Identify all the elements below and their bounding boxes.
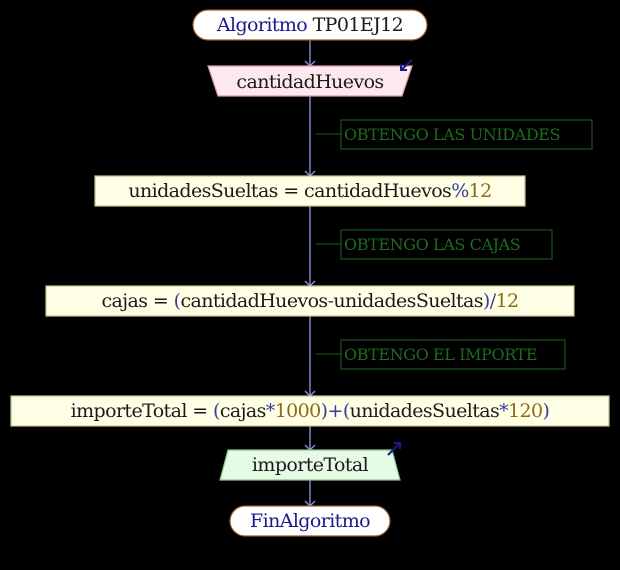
start-node-shape — [192, 9, 428, 41]
assign-unidades-sueltas[interactable]: unidadesSueltas = cantidadHuevos%12 — [94, 175, 526, 207]
expression-token: importeTotal — [71, 400, 188, 422]
assign-cajas[interactable]: cajas = (cantidadHuevos-unidadesSueltas)… — [45, 285, 575, 317]
expression-token: cajas — [101, 290, 147, 312]
comment-2-text: OBTENGO LAS CAJAS — [344, 235, 520, 254]
expression-token: * — [499, 400, 509, 422]
expression-token: unidadesSueltas — [128, 180, 278, 202]
input-node-label: cantidadHuevos — [236, 71, 383, 93]
expression-token: 1000 — [275, 400, 321, 422]
expression-token: = — [278, 180, 304, 202]
expression-token: cajas — [220, 400, 266, 422]
expression-token: ( — [174, 290, 181, 312]
end-node-shape — [229, 505, 391, 537]
expression-token: unidadesSueltas — [350, 400, 500, 422]
output-node-label: importeTotal — [252, 454, 369, 476]
end-node-label: FinAlgoritmo — [250, 510, 370, 532]
expression-token: cantidadHuevos — [304, 180, 451, 202]
expression-token: ( — [213, 400, 220, 422]
comment-3-text: OBTENGO EL IMPORTE — [344, 345, 537, 364]
start-node-label: Algoritmo TP01EJ12 — [216, 14, 403, 36]
expression-token: = — [147, 290, 173, 312]
assign-1-shape — [94, 175, 526, 207]
expression-token: importeTotal — [252, 454, 369, 476]
output-node-shape — [219, 449, 401, 481]
expression-token: / — [490, 290, 497, 312]
assign-2-label: cajas = (cantidadHuevos-unidadesSueltas)… — [101, 290, 518, 312]
expression-token: 120 — [508, 400, 542, 422]
input-node[interactable]: cantidadHuevos — [207, 59, 413, 97]
comment-2-box — [340, 229, 553, 260]
assign-3-shape — [10, 395, 610, 427]
input-node-shape — [207, 65, 413, 97]
connectors — [304, 40, 316, 507]
start-keyword: Algoritmo — [216, 14, 307, 36]
write-arrow-icon — [387, 442, 401, 456]
expression-token: cantidadHuevos — [180, 290, 327, 312]
expression-token: ( — [343, 400, 350, 422]
expression-token: unidadesSueltas — [333, 290, 483, 312]
expression-token: * — [266, 400, 276, 422]
expression-token: 12 — [469, 180, 492, 202]
algorithm-name: TP01EJ12 — [313, 14, 404, 36]
end-keyword: FinAlgoritmo — [250, 510, 370, 532]
assign-1-label: unidadesSueltas = cantidadHuevos%12 — [128, 180, 491, 202]
comment-3[interactable]: OBTENGO EL IMPORTE — [316, 339, 566, 370]
expression-token: = — [187, 400, 213, 422]
start-node[interactable]: Algoritmo TP01EJ12 — [192, 9, 428, 41]
expression-token: + — [327, 400, 342, 422]
expression-token: - — [328, 290, 334, 312]
comment-2[interactable]: OBTENGO LAS CAJAS — [316, 229, 553, 260]
expression-token: ) — [543, 400, 550, 422]
output-node[interactable]: importeTotal — [219, 442, 401, 481]
expression-token: % — [451, 180, 468, 202]
end-node[interactable]: FinAlgoritmo — [229, 505, 391, 537]
comment-1[interactable]: OBTENGO LAS UNIDADES — [316, 119, 593, 150]
assign-2-shape — [45, 285, 575, 317]
comment-1-text: OBTENGO LAS UNIDADES — [344, 125, 560, 144]
assign-3-label: importeTotal = (cajas*1000)+(unidadesSue… — [71, 400, 550, 422]
expression-token: cantidadHuevos — [236, 71, 383, 93]
expression-token: ) — [483, 290, 490, 312]
expression-token: ) — [321, 400, 328, 422]
comment-3-box — [340, 339, 566, 370]
comment-1-box — [340, 119, 593, 150]
assign-importe-total[interactable]: importeTotal = (cajas*1000)+(unidadesSue… — [10, 395, 610, 427]
expression-token: 12 — [496, 290, 519, 312]
read-arrow-icon — [400, 59, 413, 71]
